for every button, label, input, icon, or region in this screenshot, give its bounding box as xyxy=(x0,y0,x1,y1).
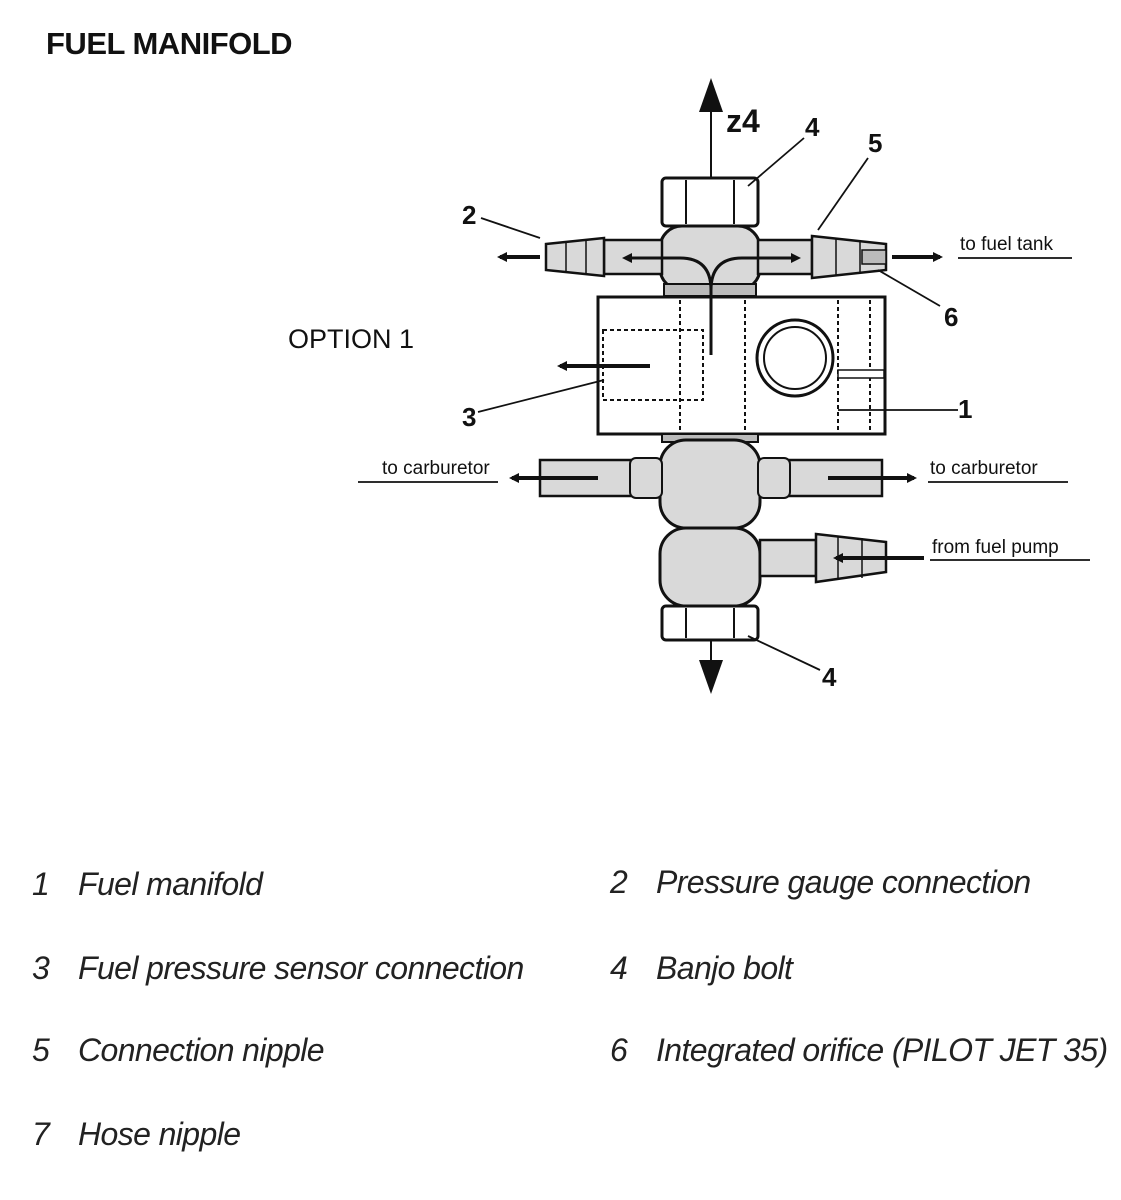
axis-label: z4 xyxy=(726,103,760,139)
callout-1: 1 xyxy=(958,394,972,424)
flow-arrows xyxy=(497,252,943,563)
legend-text: Integrated orifice (PILOT JET 35) xyxy=(656,1032,1108,1068)
legend-number: 4 xyxy=(610,950,628,986)
legend-number: 1 xyxy=(32,866,50,902)
lower-banjo-assembly xyxy=(658,526,888,642)
option-label: OPTION 1 xyxy=(288,324,414,354)
callout-4-top: 4 xyxy=(805,112,820,142)
callout-3: 3 xyxy=(462,402,476,432)
legend-item: 4 Banjo bolt xyxy=(610,950,793,987)
page-title: FUEL MANIFOLD xyxy=(46,26,293,61)
legend-number: 5 xyxy=(32,1032,50,1068)
callout-2: 2 xyxy=(462,200,476,230)
legend-item: 7 Hose nipple xyxy=(32,1116,241,1153)
leader-lines xyxy=(358,137,1090,671)
to-carburetor-left-label: to carburetor xyxy=(382,458,490,479)
legend-number: 2 xyxy=(610,864,628,900)
top-banjo-assembly xyxy=(544,176,888,355)
legend-number: 3 xyxy=(32,950,50,986)
to-fuel-tank-label: to fuel tank xyxy=(960,234,1053,255)
callout-6: 6 xyxy=(944,302,958,332)
legend-item: 1 Fuel manifold xyxy=(32,866,263,903)
legend-text: Hose nipple xyxy=(78,1116,241,1152)
legend-item: 2 Pressure gauge connection xyxy=(610,864,1031,901)
legend-number: 7 xyxy=(32,1116,50,1152)
middle-banjo-assembly xyxy=(538,433,884,530)
legend-item: 6 Integrated orifice (PILOT JET 35) xyxy=(610,1032,1108,1069)
fuel-manifold-diagram: z4 OPTION 1 2 4 5 6 3 1 4 to fuel tank t… xyxy=(288,78,1090,694)
to-carburetor-right-label: to carburetor xyxy=(930,458,1038,479)
legend-text: Pressure gauge connection xyxy=(656,864,1031,900)
legend-text: Fuel manifold xyxy=(78,866,263,902)
legend-text: Connection nipple xyxy=(78,1032,325,1068)
parts-legend: 1 Fuel manifold 2 Pressure gauge connectio… xyxy=(0,860,1121,1190)
legend-number: 6 xyxy=(610,1032,628,1068)
callout-4-bottom: 4 xyxy=(822,662,837,692)
legend-text: Fuel pressure sensor connection xyxy=(78,950,524,986)
legend-text: Banjo bolt xyxy=(656,950,793,986)
callout-5: 5 xyxy=(868,128,882,158)
legend-item: 5 Connection nipple xyxy=(32,1032,325,1069)
from-fuel-pump-label: from fuel pump xyxy=(932,537,1059,558)
legend-item: 3 Fuel pressure sensor connection xyxy=(32,950,524,987)
